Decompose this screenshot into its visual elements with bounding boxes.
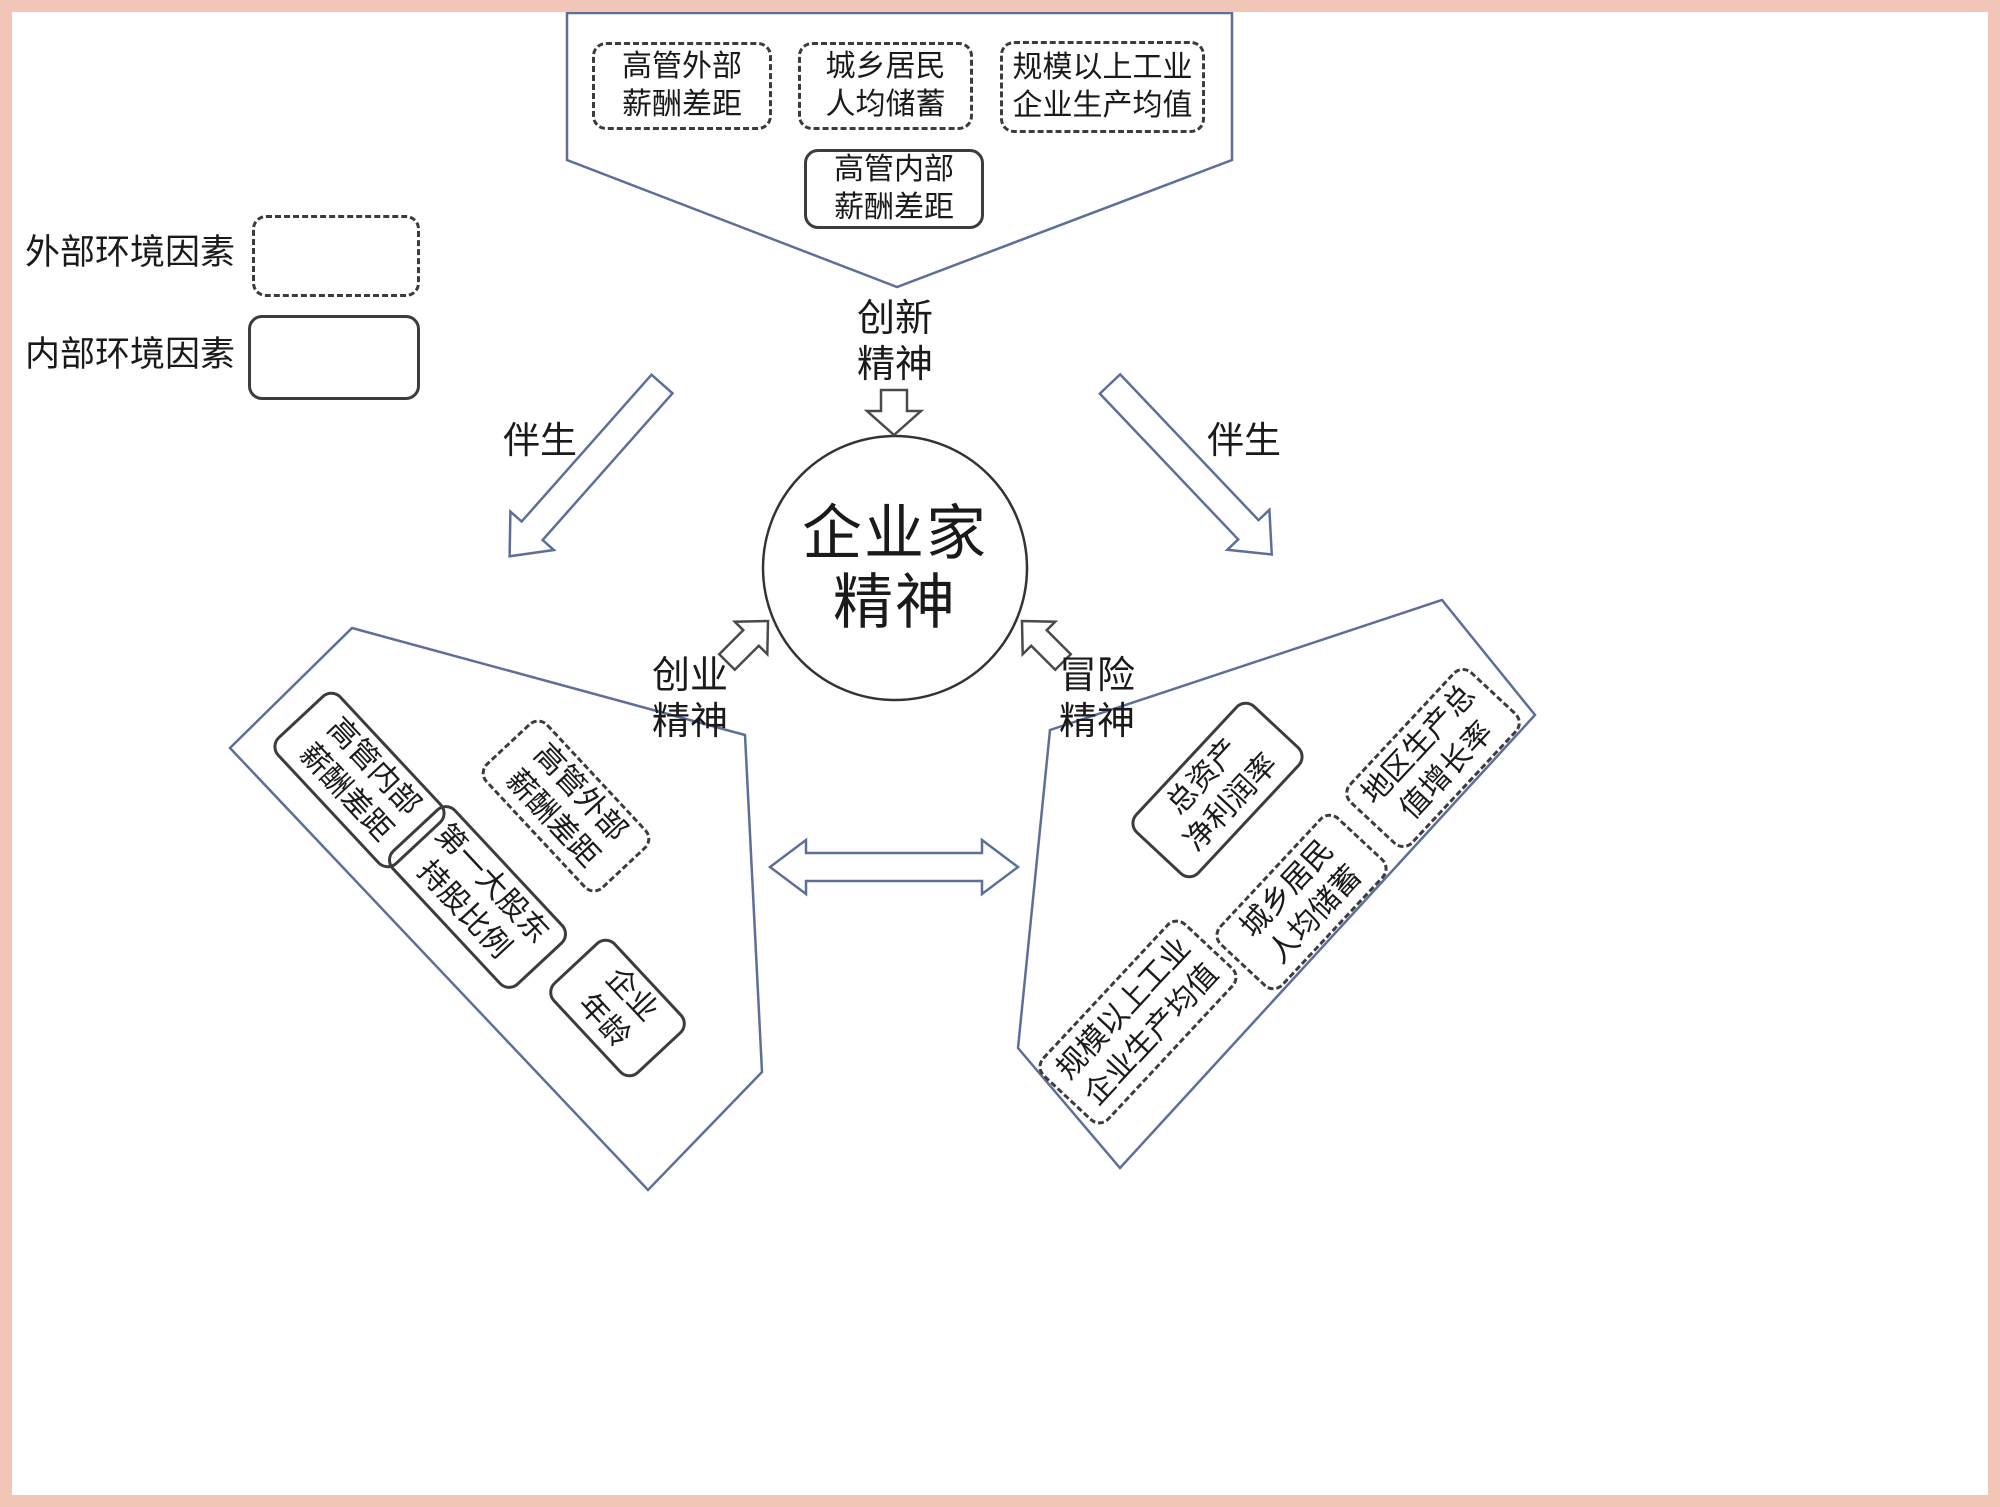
center-circle [761,434,1029,702]
innovation-pentagon-outline [565,11,1234,289]
entrepreneurship-to-center-arrow-icon [717,619,770,672]
center-title: 企业家 精神 [802,501,988,636]
accompany-right-label: 伴生 [1207,421,1281,462]
innovation-to-center-arrow-icon [863,388,925,437]
entrepreneurship-pentagon-outline [228,626,764,1192]
accompany-arrow-right-icon [1098,372,1274,556]
factor-box-exec-internal-pay-gap: 高管内部 薪酬差距 [804,149,984,229]
legend-external-label: 外部环境因素 [25,233,236,272]
risk-to-center-arrow-icon [1020,619,1073,672]
legend-internal-label: 内部环境因素 [25,335,236,374]
factor-box-industrial-output-mean: 规模以上工业 企业生产均值 [1000,41,1205,133]
legend-external-box [252,215,420,297]
accompany-arrow-left-icon [508,372,675,558]
factor-box-resident-savings: 城乡居民 人均储蓄 [798,42,973,130]
risk-pentagon-outline [1016,598,1537,1170]
legend-internal-box [248,315,420,400]
risk-spirit-label: 冒险 精神 [1058,655,1135,743]
factor-box-exec-external-pay-gap: 高管外部 薪酬差距 [592,42,772,130]
entrepreneurship-spirit-label: 创业 精神 [651,655,728,743]
innovation-spirit-label: 创新 精神 [856,298,933,386]
double-headed-arrow-icon [767,837,1021,897]
accompany-left-label: 伴生 [503,421,577,462]
